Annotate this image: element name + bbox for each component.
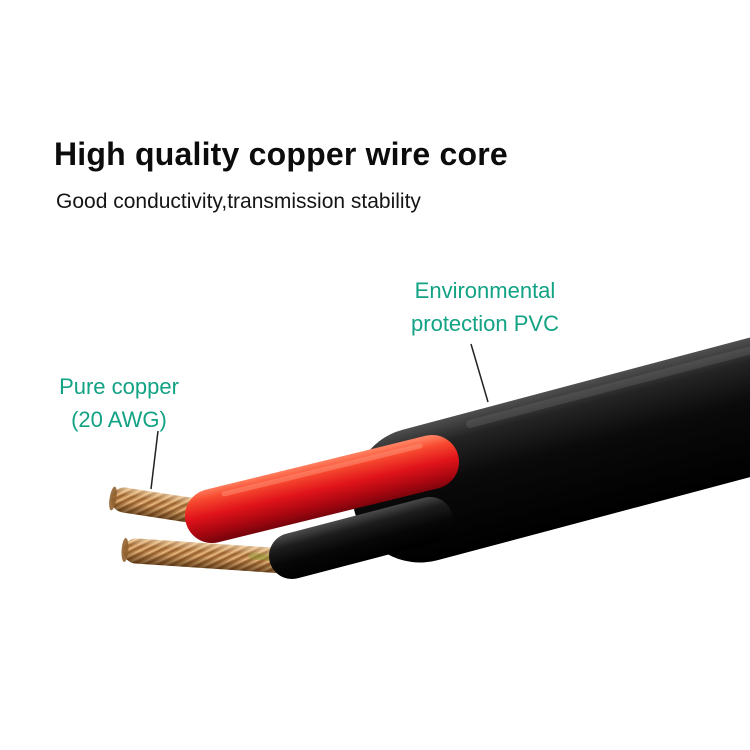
label-environmental-pvc: Environmental protection PVC bbox=[411, 278, 559, 336]
copper-strands-upper-tip bbox=[109, 486, 117, 511]
pvc-jacket bbox=[352, 337, 750, 563]
headline: High quality copper wire core bbox=[54, 136, 508, 172]
black-insulated-wire bbox=[269, 497, 453, 579]
leader-line-copper bbox=[150, 430, 159, 490]
label-pure-copper: Pure copper (20 AWG) bbox=[59, 374, 179, 432]
pvc-jacket-sheen bbox=[466, 346, 750, 428]
subheadline: Good conductivity,transmission stability bbox=[56, 190, 421, 213]
copper-strands-lower-tip bbox=[121, 538, 129, 562]
red-insulated-wire bbox=[185, 435, 459, 543]
leader-line-pvc bbox=[470, 343, 489, 403]
red-wire-sheen bbox=[221, 443, 423, 497]
